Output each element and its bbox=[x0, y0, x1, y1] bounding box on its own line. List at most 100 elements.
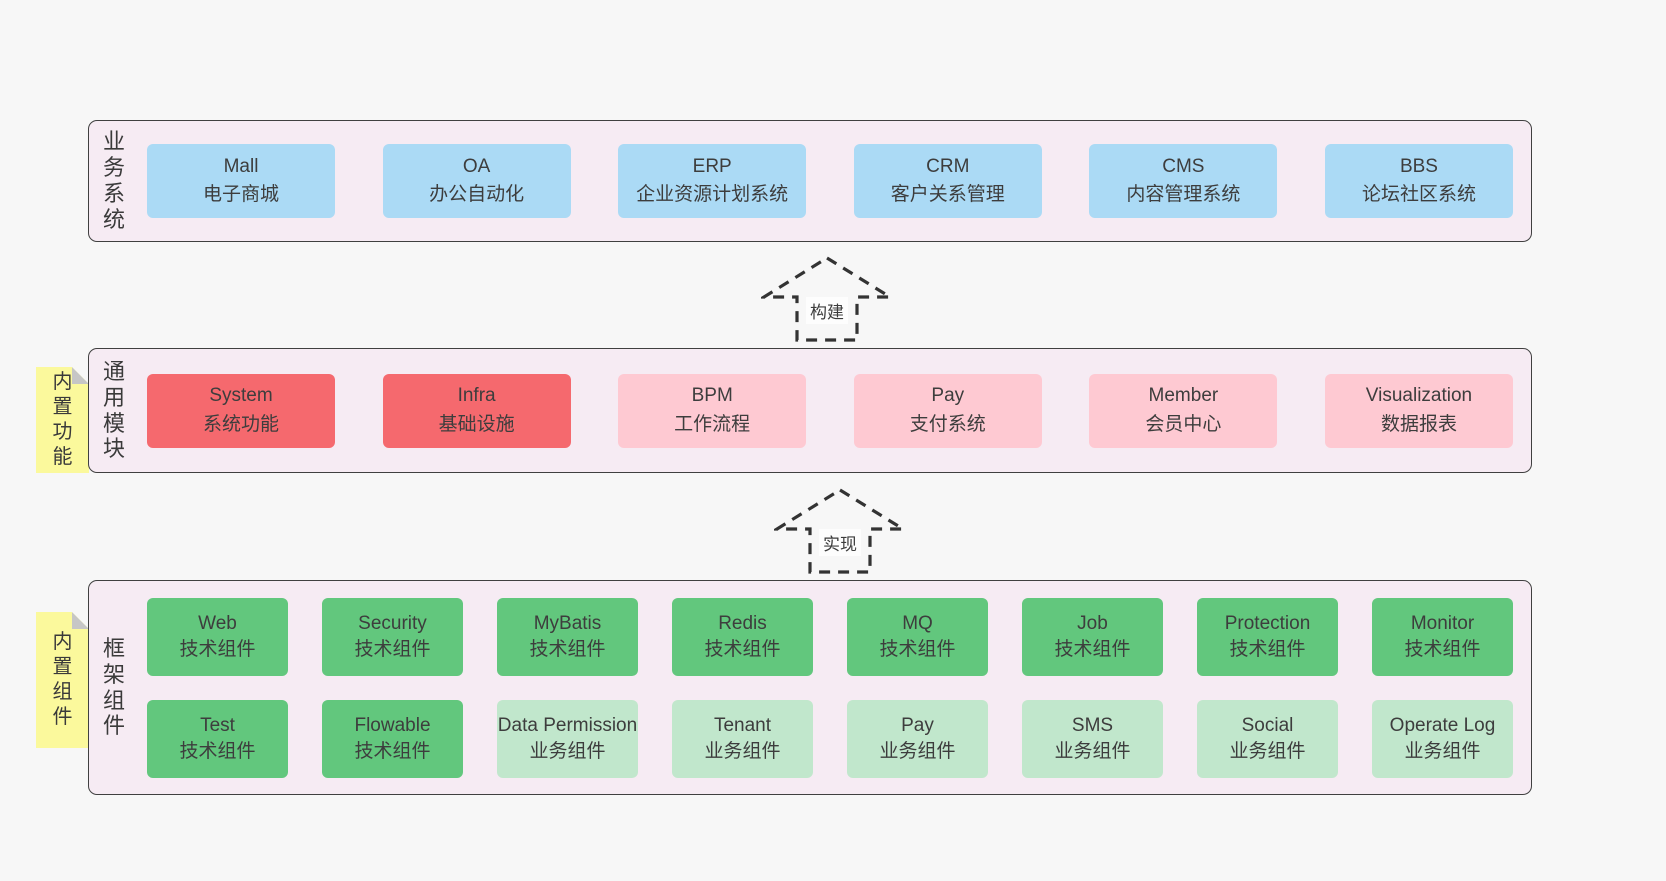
box-title: Pay bbox=[901, 714, 934, 736]
section-label-business: 业务系统 bbox=[102, 129, 125, 232]
note-text: 内置功能 bbox=[52, 371, 73, 468]
box-subtitle: 电子商城 bbox=[202, 184, 279, 205]
box-title: BBS bbox=[1399, 155, 1438, 177]
box-subtitle: 技术组件 bbox=[179, 740, 256, 762]
section-label-modules: 通用模块 bbox=[102, 358, 125, 462]
box-subtitle: 业务组件 bbox=[1404, 740, 1481, 762]
box-bpm: BPM 工作流程 bbox=[618, 373, 807, 448]
box-pay-biz: Pay 业务组件 bbox=[847, 699, 988, 778]
box-title: CMS bbox=[1162, 155, 1205, 177]
dashed-up-arrow-icon bbox=[761, 256, 893, 342]
note-text: 内置组件 bbox=[52, 631, 73, 728]
box-title: Flowable bbox=[354, 714, 431, 736]
box-subtitle: 技术组件 bbox=[704, 638, 781, 660]
box-oa: OA 办公自动化 bbox=[382, 144, 571, 218]
box-subtitle: 业务组件 bbox=[1229, 740, 1306, 762]
box-monitor: Monitor 技术组件 bbox=[1372, 597, 1513, 676]
box-subtitle: 技术组件 bbox=[354, 740, 431, 762]
box-title: Web bbox=[198, 612, 237, 634]
section-label-components: 框架组件 bbox=[102, 635, 125, 739]
box-subtitle: 内容管理系统 bbox=[1126, 184, 1241, 205]
box-title: Mall bbox=[223, 155, 259, 177]
components-box-row-1: Web 技术组件 Security 技术组件 MyBatis 技术组件 Redi… bbox=[147, 597, 1513, 676]
box-pay: Pay 支付系统 bbox=[853, 373, 1042, 448]
box-test: Test 技术组件 bbox=[147, 699, 288, 778]
box-title: Tenant bbox=[713, 714, 772, 736]
box-title: Redis bbox=[718, 612, 767, 634]
box-subtitle: 企业资源计划系统 bbox=[636, 184, 789, 205]
box-tenant: Tenant 业务组件 bbox=[672, 699, 813, 778]
box-subtitle: 系统功能 bbox=[202, 413, 279, 435]
box-title: Social bbox=[1241, 714, 1294, 736]
box-title: Test bbox=[200, 714, 235, 736]
box-title: OA bbox=[462, 155, 491, 177]
box-cms: CMS 内容管理系统 bbox=[1089, 144, 1278, 218]
box-subtitle: 工作流程 bbox=[674, 413, 751, 435]
box-title: MyBatis bbox=[533, 612, 602, 634]
box-subtitle: 业务组件 bbox=[1054, 740, 1131, 762]
box-data-permission: Data Permission 业务组件 bbox=[497, 699, 638, 778]
note-fold-corner-icon bbox=[72, 612, 89, 629]
box-title: Member bbox=[1148, 385, 1219, 406]
components-rows: Web 技术组件 Security 技术组件 MyBatis 技术组件 Redi… bbox=[147, 597, 1513, 778]
box-erp: ERP 企业资源计划系统 bbox=[618, 144, 807, 218]
common-modules-section: 通用模块 System 系统功能 Infra 基础设施 BPM 工作流程 Pay… bbox=[88, 348, 1532, 473]
box-mall: Mall 电子商城 bbox=[147, 144, 335, 218]
box-subtitle: 技术组件 bbox=[1054, 638, 1131, 660]
components-box-row-2: Test 技术组件 Flowable 技术组件 Data Permission … bbox=[147, 699, 1513, 778]
box-title: CRM bbox=[926, 155, 970, 177]
sticky-note-built-in-components: 内置组件 bbox=[36, 612, 89, 748]
box-subtitle: 技术组件 bbox=[179, 638, 256, 660]
box-social: Social 业务组件 bbox=[1197, 699, 1338, 778]
box-title: MQ bbox=[902, 612, 933, 634]
box-subtitle: 技术组件 bbox=[879, 638, 956, 660]
box-job: Job 技术组件 bbox=[1022, 597, 1163, 676]
box-subtitle: 业务组件 bbox=[529, 740, 606, 762]
box-subtitle: 论坛社区系统 bbox=[1361, 184, 1476, 205]
box-title: Monitor bbox=[1410, 612, 1475, 634]
modules-box-row: System 系统功能 Infra 基础设施 BPM 工作流程 Pay 支付系统… bbox=[147, 373, 1513, 448]
box-subtitle: 数据报表 bbox=[1380, 413, 1457, 435]
dashed-up-arrow-icon bbox=[774, 488, 906, 574]
business-systems-section: 业务系统 Mall 电子商城 OA 办公自动化 ERP 企业资源计划系统 CRM… bbox=[88, 120, 1532, 242]
box-title: SMS bbox=[1071, 714, 1114, 736]
box-system: System 系统功能 bbox=[147, 373, 335, 448]
box-subtitle: 基础设施 bbox=[438, 413, 515, 435]
box-bbs: BBS 论坛社区系统 bbox=[1324, 144, 1513, 218]
box-flowable: Flowable 技术组件 bbox=[322, 699, 463, 778]
box-infra: Infra 基础设施 bbox=[382, 373, 571, 448]
box-subtitle: 技术组件 bbox=[354, 638, 431, 660]
box-title: Pay bbox=[931, 385, 965, 406]
box-title: ERP bbox=[692, 155, 732, 177]
box-title: Visualization bbox=[1365, 385, 1473, 406]
box-title: Security bbox=[358, 612, 427, 634]
box-title: Job bbox=[1077, 612, 1108, 634]
box-member: Member 会员中心 bbox=[1089, 373, 1278, 448]
box-title: BPM bbox=[691, 385, 733, 406]
box-mq: MQ 技术组件 bbox=[847, 597, 988, 676]
box-operate-log: Operate Log 业务组件 bbox=[1372, 699, 1513, 778]
box-subtitle: 业务组件 bbox=[704, 740, 781, 762]
box-sms: SMS 业务组件 bbox=[1022, 699, 1163, 778]
box-subtitle: 技术组件 bbox=[1404, 638, 1481, 660]
box-title: System bbox=[209, 385, 273, 406]
box-title: Data Permission bbox=[497, 714, 638, 736]
box-mybatis: MyBatis 技术组件 bbox=[497, 597, 638, 676]
business-box-row: Mall 电子商城 OA 办公自动化 ERP 企业资源计划系统 CRM 客户关系… bbox=[147, 144, 1513, 218]
box-subtitle: 技术组件 bbox=[1229, 638, 1306, 660]
note-fold-corner-icon bbox=[72, 367, 89, 384]
box-web: Web 技术组件 bbox=[147, 597, 288, 676]
build-arrow-label: 构建 bbox=[806, 297, 848, 324]
framework-components-section: 框架组件 Web 技术组件 Security 技术组件 MyBatis 技术组件… bbox=[88, 580, 1532, 795]
box-subtitle: 办公自动化 bbox=[429, 184, 525, 205]
build-arrow-icon: 构建 bbox=[761, 255, 893, 343]
box-visualization: Visualization 数据报表 bbox=[1324, 373, 1513, 448]
box-subtitle: 业务组件 bbox=[879, 740, 956, 762]
box-subtitle: 客户关系管理 bbox=[890, 184, 1005, 205]
box-redis: Redis 技术组件 bbox=[672, 597, 813, 676]
box-security: Security 技术组件 bbox=[322, 597, 463, 676]
box-protection: Protection 技术组件 bbox=[1197, 597, 1338, 676]
sticky-note-built-in-features: 内置功能 bbox=[36, 367, 89, 473]
box-subtitle: 技术组件 bbox=[529, 638, 606, 660]
box-title: Protection bbox=[1224, 612, 1311, 634]
